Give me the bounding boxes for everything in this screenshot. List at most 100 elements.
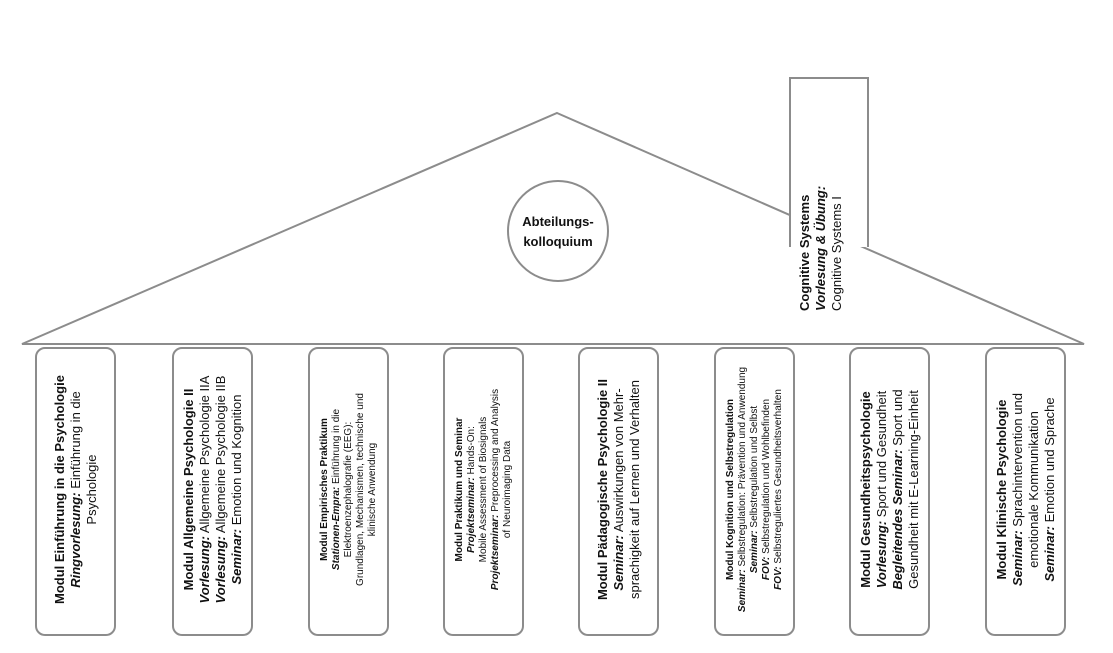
text-segment: Mobile Assessment of Biosignals [477,416,489,563]
text-segment: Gesundheit mit E-Learning-Einheit [905,390,921,589]
course-line: Vorlesung: Allgemeine Psychologie IIB [213,376,229,604]
text-segment: Einführung in die [67,391,83,493]
course-line: Vorlesung: Allgemeine Psychologie IIA [197,376,213,604]
text-segment: Sport und [889,389,905,450]
course-line: FOV: Selbstreguliertes Gesundheitsverhal… [773,389,785,590]
course-type-label: Seminar: [1009,530,1025,586]
text-segment: Einführung in die [330,408,342,487]
course-line: Ringvorlesung: Einführung in die [68,391,84,588]
course-line: Psychologie [84,454,100,524]
course-type-label: FOV: [772,566,784,590]
course-type-label: Vorlesung: [873,520,889,589]
course-line: Projektseminar: Hands-On: [466,426,478,553]
module-title: Modul Allgemeine Psychologie II [181,389,197,591]
text-segment: Selbstregulation und Selbst [748,405,760,531]
text-segment: emotionale Kommunikation [1025,411,1041,568]
chimney-title: Cognitive Systems [797,194,812,311]
course-type-label: Vorlesung: [196,536,212,604]
course-type-label: Ringvorlesung: [67,492,83,588]
text-segment: Grundlagen, Mechanismen, technische und [354,393,366,586]
chimney-course-name: Cognitive Systems I [829,196,844,311]
course-line: Elektroenzephalografie (EEG): [343,422,355,558]
text-segment: sprachigkeit auf Lernen und Verhalten [626,380,642,599]
text-segment: Selbstregulation und Wohlbefinden [760,398,772,557]
course-type-label: Begleitendes Seminar: [889,449,905,590]
course-line: Vorlesung: Sport und Gesundheit [874,391,890,589]
text-segment: Auswirkungen von Mehr- [610,388,626,536]
colloquium-circle [507,180,609,282]
course-line: Seminar: Selbstregulation: Prävention un… [737,367,749,612]
module-title: Modul Gesundheitspsychologie [858,391,874,587]
course-line: Stationen-Empra: Einführung in die [331,409,343,570]
text-segment: Hands-On: [465,426,477,478]
text-segment: Sprachintervention und [1009,393,1025,531]
text-segment: Allgemeine Psychologie IIA [196,375,212,537]
text-segment: Emotion und Kognition [228,394,244,529]
colloquium-label-line2: kolloquium [523,234,593,249]
chimney-course-type: Vorlesung & Übung: [813,185,828,311]
course-type-label: Projektseminar: [465,477,477,553]
text-segment: Modul Gesundheitspsychologie [857,391,873,588]
text-segment: Allgemeine Psychologie IIB [212,375,228,537]
text-segment: Modul Empirisches Praktikum [318,418,330,561]
course-line: Begleitendes Seminar: Sport und [890,389,906,589]
chimney-text: Cognitive Systems Vorlesung & Übung: Cog… [797,171,845,311]
course-type-label: Stationen-Empra: [330,486,342,571]
course-line: Gesundheit mit E-Learning-Einheit [906,390,922,589]
text-segment: Selbstreguliertes Gesundheitsverhalten [772,389,784,567]
module-title: Modul Empirisches Praktikum [319,418,331,561]
course-type-label: FOV: [760,556,772,581]
course-line: sprachigkeit auf Lernen und Verhalten [627,380,643,599]
text-segment: klinische Anwendung [366,442,378,537]
text-segment: of Neuroimaging Data [501,440,513,539]
course-line: klinische Anwendung [367,443,379,536]
module-title: Modul Klinische Psychologie [994,400,1010,580]
text-segment: Modul Praktikum und Seminar [453,417,465,562]
text-segment: Modul Kognition und Selbstregulation [724,398,736,581]
course-line: Seminar: Emotion und Kognition [229,394,245,584]
course-line: Seminar: Emotion und Sprache [1042,397,1058,581]
text-segment: Preprocessing and Analysis [489,388,501,515]
text-segment: Selbstregulation: Prävention und Anwendu… [736,366,748,570]
module-title: Modul Kognition und Selbstregulation [725,399,737,580]
colloquium-label: Abteilungs- kolloquium [505,184,611,280]
course-line: Seminar: Sprachintervention und [1010,393,1026,586]
course-line: Seminar: Selbstregulation und Selbst [749,406,761,573]
course-type-label: Vorlesung: [212,536,228,604]
text-segment: Modul Pädagogische Psychologie II [594,378,610,601]
text-segment: Psychologie [83,454,99,525]
module-title: Modul Pädagogische Psychologie II [595,379,611,600]
course-line: of Neuroimaging Data [502,441,514,538]
course-type-label: Projektseminar: [489,514,501,591]
text-segment: Elektroenzephalografie (EEG): [342,421,354,558]
chimney-cognitive-systems: Cognitive Systems Vorlesung & Übung: Cog… [789,77,869,311]
course-line: emotionale Kommunikation [1026,411,1042,568]
text-segment: Sport und Gesundheit [873,390,889,521]
text-segment: Modul Klinische Psychologie [993,399,1009,580]
course-line: Grundlagen, Mechanismen, technische und [355,393,367,586]
course-type-label: Seminar: [610,535,626,591]
course-line: Mobile Assessment of Biosignals [478,417,490,563]
colloquium-label-line1: Abteilungs- [522,214,594,229]
text-segment: Emotion und Sprache [1041,397,1057,526]
text-segment: Modul Einführung in die Psychologie [51,375,67,604]
course-type-label: Seminar: [1041,526,1057,582]
module-title: Modul Einführung in die Psychologie [52,375,68,604]
course-type-label: Seminar: [736,569,748,613]
course-type-label: Seminar: [228,528,244,585]
